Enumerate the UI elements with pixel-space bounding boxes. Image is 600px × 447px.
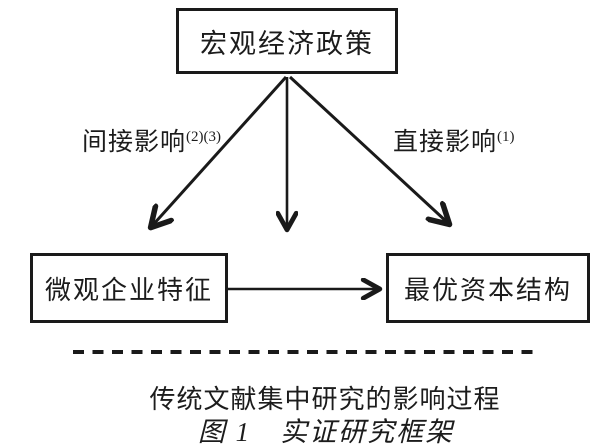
edge-label-indirect-superscript: (2)(3): [186, 129, 221, 145]
edge-label-indirect-text: 间接影响: [82, 129, 187, 156]
node-micro-firm-label: 微观企业特征: [44, 275, 213, 305]
edge-label-direct-superscript: (1): [497, 129, 515, 145]
caption-process-note: 传统文献集中研究的影响过程: [149, 385, 501, 414]
figure-caption: 图 1 实证研究框架: [197, 417, 455, 447]
node-optimal-capital: 最优资本结构: [386, 253, 590, 323]
edge-label-direct: 直接影响(1): [393, 122, 515, 158]
node-optimal-capital-label: 最优资本结构: [403, 275, 572, 305]
edge-label-indirect: 间接影响(2)(3): [82, 122, 221, 158]
arrow-policy-to-firm: [152, 75, 288, 226]
node-micro-firm: 微观企业特征: [30, 253, 228, 323]
node-macro-policy-label: 宏观经济政策: [200, 28, 374, 59]
edge-label-direct-text: 直接影响: [393, 129, 498, 156]
arrow-policy-to-capital: [288, 75, 448, 223]
node-macro-policy: 宏观经济政策: [176, 8, 398, 74]
